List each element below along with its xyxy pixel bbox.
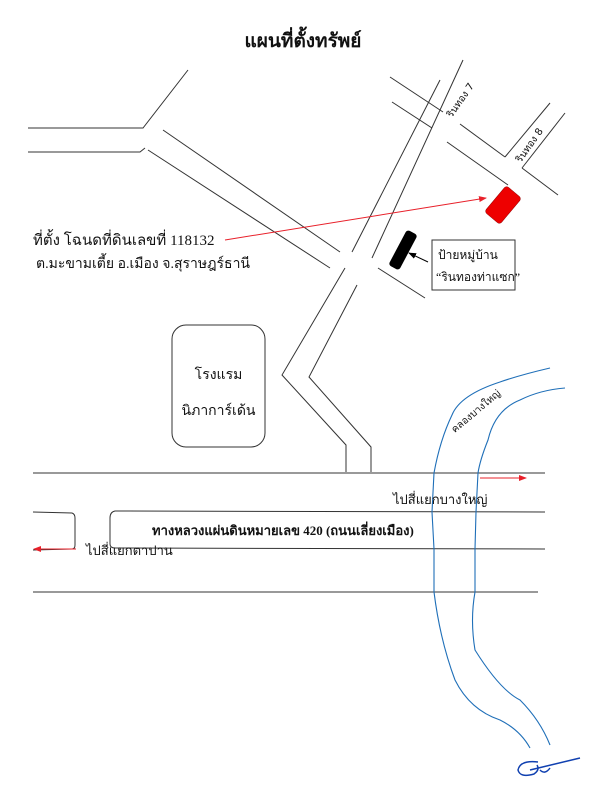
road-south — [308, 284, 372, 472]
highway-name: ทางหลวงแผ่นดินหมายเลข 420 (ถนนเลี่ยงเมือ… — [152, 523, 414, 538]
road-rinthong8 — [504, 102, 551, 158]
median-left — [32, 511, 76, 551]
sign-label-box — [431, 239, 516, 291]
road-rinthong7 — [459, 123, 506, 158]
road-soi — [371, 59, 464, 259]
road-rinthong7 — [391, 101, 433, 129]
signature-mark — [517, 757, 581, 777]
road-rinthong8 — [521, 167, 559, 196]
road-junction — [377, 267, 426, 299]
sign-arrow — [408, 252, 429, 263]
roads — [28, 59, 566, 593]
map-title: แผนที่ตั้งทรัพย์ — [244, 31, 362, 52]
canal-river — [431, 367, 566, 749]
road-soi — [351, 79, 441, 253]
hotel-label: โรงแรม — [194, 368, 243, 383]
road-upper-left — [28, 69, 189, 129]
direction-left-label: ไปสี่แยกตาปาน — [86, 543, 173, 558]
location-address: ต.มะขามเตี้ย อ.เมือง จ.สุราษฎร์ธานี — [36, 257, 250, 272]
road-rinthong8 — [521, 112, 566, 169]
road-diagonal — [147, 149, 331, 269]
direction-right-label: ไปสี่แยกบางใหญ่ — [393, 492, 488, 507]
road-south — [281, 267, 347, 472]
location-arrow — [224, 196, 487, 241]
hotel-outline — [171, 324, 266, 448]
village-sign-label: ป้ายหมู่บ้าน — [438, 248, 498, 262]
village-sign-marker — [389, 230, 417, 270]
property-marker — [485, 186, 521, 224]
road-upper-left — [28, 147, 146, 153]
road-diagonal — [162, 129, 341, 253]
road-rinthong7 — [446, 141, 509, 186]
village-sign-name: “รินทองท่าแซก” — [436, 270, 521, 284]
hotel-name: นิภาการ์เด้น — [181, 404, 256, 419]
location-deed: ที่ตั้ง โฉนดที่ดินเลขที่ 118132 — [33, 233, 215, 249]
road-rinthong7 — [389, 76, 444, 113]
median-right — [109, 510, 546, 550]
